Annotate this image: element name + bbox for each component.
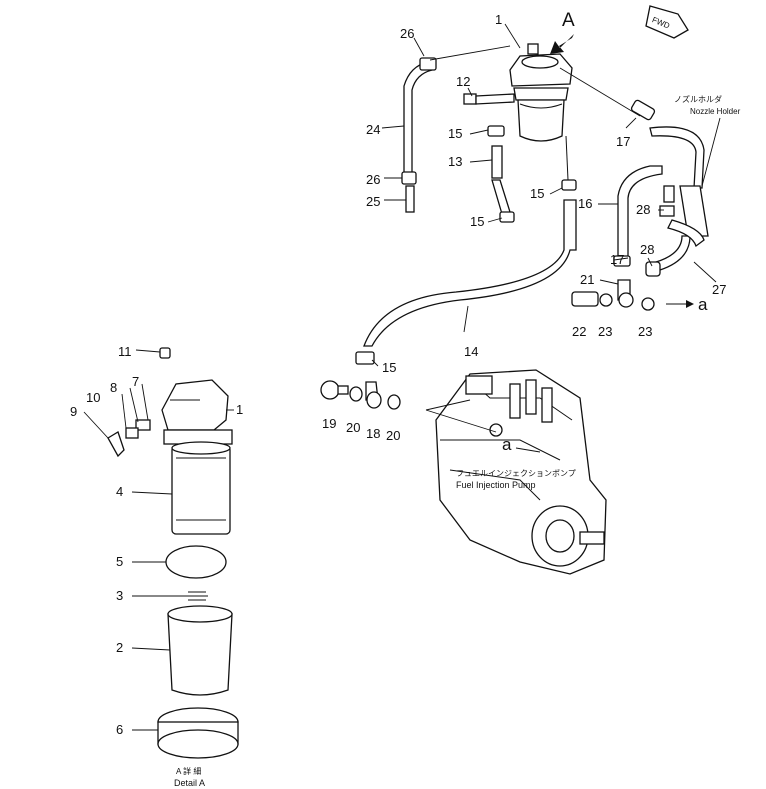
label-17-upper: 17 [616, 134, 630, 149]
label-22: 22 [572, 324, 586, 339]
label-15-d: 15 [382, 360, 396, 375]
pump-fittings-18-20 [320, 380, 401, 410]
label-13: 13 [448, 154, 462, 169]
label-11: 11 [118, 344, 132, 359]
label-1-detail: 1 [236, 402, 243, 417]
part-labels: 1 26 12 24 15 13 26 25 15 15 16 17 17 21… [70, 12, 726, 737]
label-15-b: 15 [470, 214, 484, 229]
label-28-upper: 28 [636, 202, 650, 217]
label-3: 3 [116, 588, 123, 603]
label-15-c: 15 [530, 186, 544, 201]
label-20-a: 20 [346, 420, 360, 435]
nozzle-return-hoses [645, 126, 709, 277]
leader-lines [83, 23, 721, 731]
detail-a-assembly [107, 347, 239, 759]
label-20-b: 20 [386, 428, 400, 443]
nozzle-holder-caption-en: Nozzle Holder [690, 107, 741, 116]
label-16: 16 [578, 196, 592, 211]
fuel-injection-pump [435, 369, 607, 575]
label-21: 21 [580, 272, 594, 287]
label-28-lower: 28 [640, 242, 654, 257]
label-26-upper: 26 [400, 26, 414, 41]
hose-24-assembly [401, 57, 437, 213]
label-10: 10 [86, 390, 100, 405]
label-26-lower: 26 [366, 172, 380, 187]
label-14: 14 [464, 344, 478, 359]
label-19: 19 [322, 416, 336, 431]
bolt-12 [463, 93, 515, 105]
detail-a-caption-jp: A 詳 細 [176, 766, 201, 776]
label-12: 12 [456, 74, 470, 89]
nozzle-holder-caption-jp: ノズルホルダ [674, 94, 722, 104]
clamp-15b [561, 179, 577, 191]
fwd-arrow: FWD [645, 5, 689, 39]
injection-pump-caption-en: Fuel Injection Pump [456, 480, 536, 490]
label-1-upper: 1 [495, 12, 502, 27]
label-17-lower: 17 [610, 252, 624, 267]
detail-a-caption-en: Detail A [174, 778, 205, 788]
label-23-a: 23 [598, 324, 612, 339]
captions: ノズルホルダ Nozzle Holder フュエルインジェクションポンプ Fue… [174, 94, 741, 788]
hose-16 [613, 99, 663, 267]
ref-a-right: a [698, 295, 708, 314]
label-23-b: 23 [638, 324, 652, 339]
label-15-a: 15 [448, 126, 462, 141]
label-4: 4 [116, 484, 123, 499]
view-a-arrow: A [550, 10, 575, 54]
label-2: 2 [116, 640, 123, 655]
ref-a-pump: a [502, 435, 512, 454]
fittings-21-23 [571, 279, 655, 311]
label-9: 9 [70, 404, 77, 419]
label-7: 7 [132, 374, 139, 389]
label-8: 8 [110, 380, 117, 395]
fuel-filter-upper [509, 43, 573, 142]
label-5: 5 [116, 554, 123, 569]
label-6: 6 [116, 722, 123, 737]
label-25: 25 [366, 194, 380, 209]
label-27: 27 [712, 282, 726, 297]
view-a-label: A [562, 10, 575, 31]
hose-13-assembly [487, 125, 515, 223]
hose-14 [355, 199, 577, 365]
label-18: 18 [366, 426, 380, 441]
label-24: 24 [366, 122, 380, 137]
injection-pump-caption-jp: フュエルインジェクションポンプ [456, 469, 576, 478]
